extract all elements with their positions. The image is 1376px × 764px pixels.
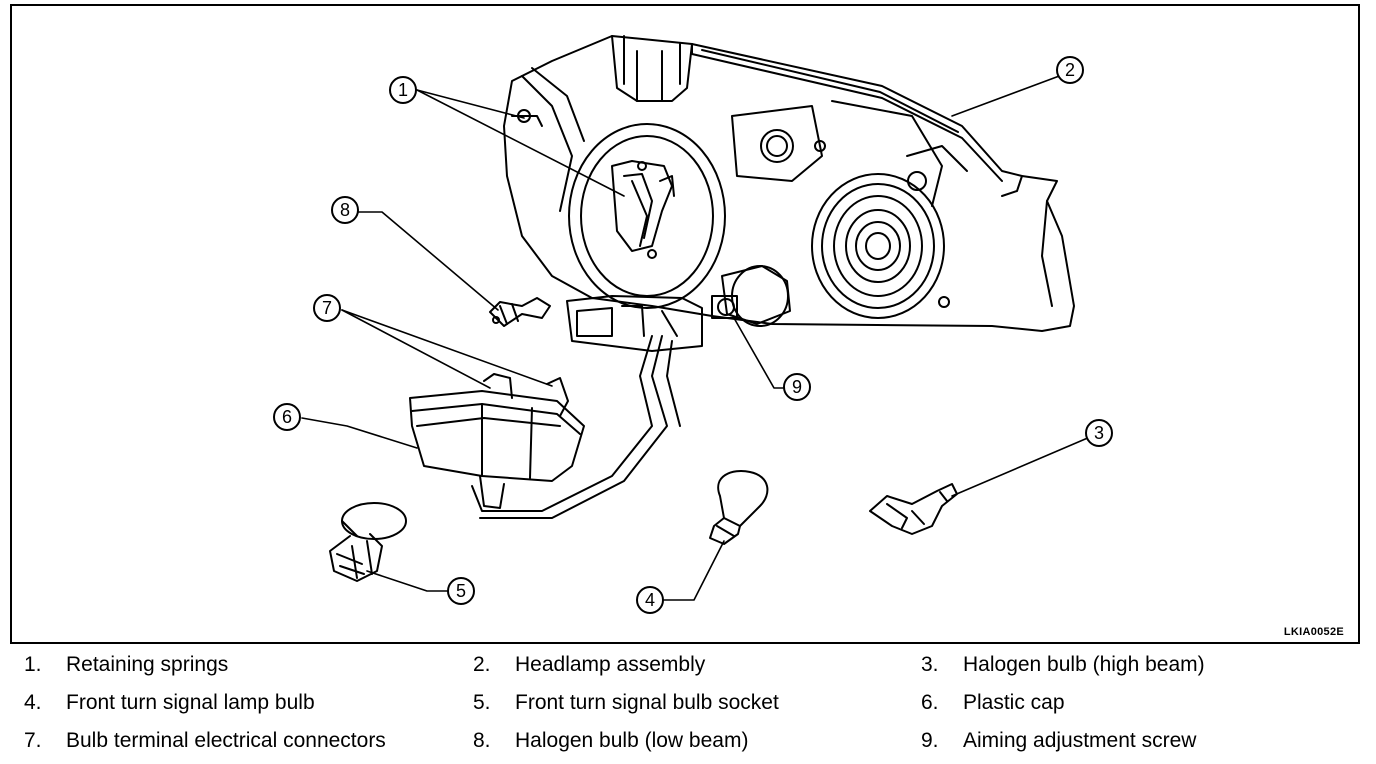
legend-text: Plastic cap (963, 691, 1065, 714)
callout-3-label: 3 (1094, 423, 1104, 443)
legend-text: Front turn signal lamp bulb (66, 691, 315, 714)
turn-signal-bulb-drawing (709, 470, 769, 545)
callout-9: 9 (783, 373, 811, 401)
callout-8: 8 (331, 196, 359, 224)
legend-text: Halogen bulb (high beam) (963, 653, 1205, 676)
callout-1-label: 1 (398, 80, 408, 100)
callout-4-label: 4 (645, 590, 655, 610)
headlamp-exploded-diagram: 1 2 3 4 5 6 7 8 (273, 35, 1113, 614)
headlamp-assembly-drawing (471, 35, 1075, 519)
legend-num: 2. (473, 653, 491, 676)
legend: 1. Retaining springs 2. Headlamp assembl… (0, 644, 1376, 764)
legend-num: 7. (24, 729, 42, 752)
plastic-cap-drawing (409, 373, 585, 509)
callout-5-label: 5 (456, 581, 466, 601)
high-beam-bulb-drawing (869, 483, 958, 535)
callout-4: 4 (636, 586, 664, 614)
legend-text: Bulb terminal electrical connectors (66, 729, 386, 752)
callout-8-label: 8 (340, 200, 350, 220)
callout-3: 3 (1085, 419, 1113, 447)
callout-2-label: 2 (1065, 60, 1075, 80)
callout-7: 7 (313, 294, 341, 322)
legend-text: Retaining springs (66, 653, 229, 676)
callout-6: 6 (273, 403, 301, 431)
legend-text: Aiming adjustment screw (963, 729, 1197, 752)
callout-2: 2 (1056, 56, 1084, 84)
callout-9-label: 9 (792, 377, 802, 397)
turn-signal-socket-drawing (329, 502, 407, 582)
legend-num: 5. (473, 691, 491, 714)
legend-num: 9. (921, 729, 939, 752)
legend-num: 3. (921, 653, 939, 676)
callout-5: 5 (447, 577, 475, 605)
legend-num: 8. (473, 729, 491, 752)
legend-text: Front turn signal bulb socket (515, 691, 779, 714)
leader-lines (301, 71, 1098, 601)
callout-7-label: 7 (322, 298, 332, 318)
legend-num: 4. (24, 691, 42, 714)
legend-text: Headlamp assembly (515, 653, 706, 676)
diagram-frame: 1 2 3 4 5 6 7 8 (10, 4, 1360, 644)
callout-6-label: 6 (282, 407, 292, 427)
low-beam-bulb-drawing (489, 297, 551, 327)
callout-1: 1 (389, 76, 417, 104)
legend-text: Halogen bulb (low beam) (515, 729, 749, 752)
legend-num: 6. (921, 691, 939, 714)
figure-code: LKIA0052E (1283, 626, 1344, 638)
legend-num: 1. (24, 653, 42, 676)
